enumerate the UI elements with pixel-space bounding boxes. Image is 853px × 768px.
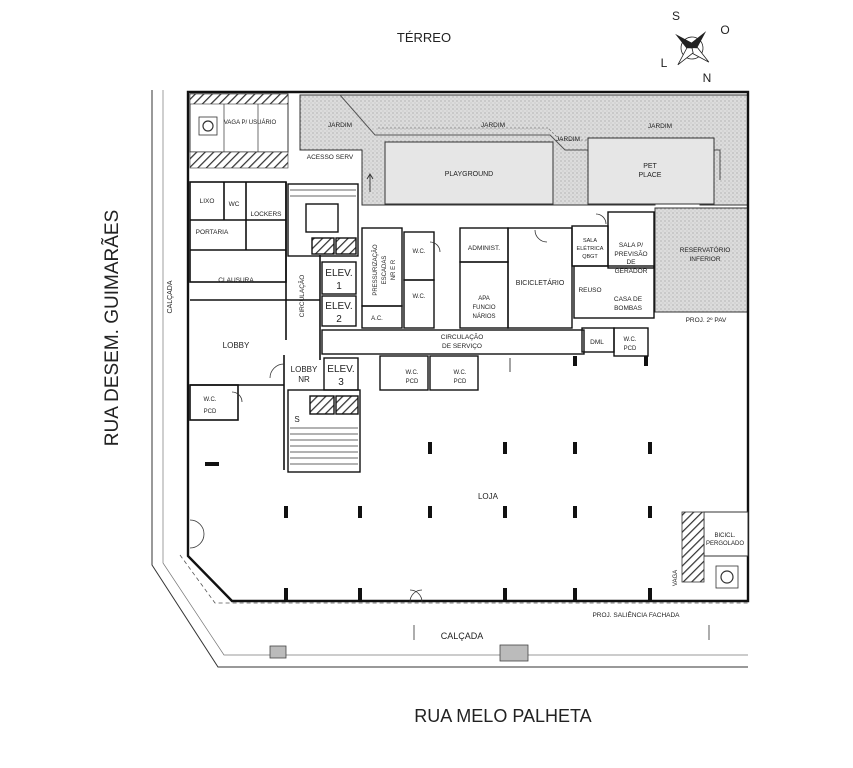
street-south-label: RUA MELO PALHETA bbox=[414, 706, 591, 726]
room-dml-label: DML bbox=[590, 339, 604, 346]
pet-place-label: PLACE bbox=[639, 172, 662, 179]
structural-columns bbox=[205, 356, 652, 600]
facade-projection-label: PROJ. SALIÊNCIA FACHADA bbox=[592, 610, 680, 619]
room-staff-label: NÁRIOS bbox=[472, 313, 495, 320]
room-staff-label: FUNCIO bbox=[473, 305, 496, 311]
bike-pergola-area bbox=[703, 511, 749, 557]
accessible-parking-icon bbox=[715, 565, 739, 589]
garden-label: JARDIM bbox=[648, 123, 672, 130]
service-corridor-label: DE SERVIÇO bbox=[442, 343, 482, 350]
entry-arrow-icon bbox=[366, 173, 511, 372]
garden-label: JARDIM bbox=[556, 136, 580, 143]
elevator-2-label: 2 bbox=[336, 314, 342, 325]
compass-s-label: S bbox=[672, 9, 680, 23]
parking-label: VAGA P/ USUÁRIO bbox=[224, 119, 277, 126]
sidewalk-west-label: CALÇADA bbox=[167, 280, 174, 313]
room-wc-label: W.C. bbox=[413, 249, 426, 255]
room-wc-pcd-label: W.C. bbox=[624, 337, 637, 343]
room-clausura-label: CLAUSURA bbox=[218, 277, 254, 284]
tree-pit bbox=[499, 644, 529, 662]
room-generator-label: PREVISÃO bbox=[614, 249, 647, 258]
room-circulation-label: CIRCULAÇÃO bbox=[297, 275, 306, 318]
elevator-2-label: ELEV. bbox=[325, 301, 352, 312]
room-wc-pcd-label: PCD bbox=[454, 379, 467, 385]
service-walls bbox=[321, 211, 655, 391]
room-pumps-label: BOMBAS bbox=[614, 305, 642, 312]
compass-l-label: L bbox=[661, 56, 668, 70]
compass-n-label: N bbox=[703, 71, 712, 85]
room-generator-label: DE bbox=[626, 259, 636, 266]
room-wc-pcd-label: W.C. bbox=[204, 397, 217, 403]
room-nr-label: NR E R bbox=[391, 259, 397, 280]
room-wc-pcd-label: PCD bbox=[406, 379, 419, 385]
room-wc-pcd-label: W.C. bbox=[406, 370, 419, 376]
room-portaria-label: PORTARIA bbox=[196, 229, 229, 236]
stair-direction-label: S bbox=[294, 415, 299, 424]
door-swings bbox=[189, 213, 607, 603]
room-ac-label: A.C. bbox=[371, 316, 383, 322]
room-admin-label: ADMINIST. bbox=[468, 245, 500, 252]
stair-treads bbox=[290, 189, 358, 465]
elevator-1-label: ELEV. bbox=[325, 268, 352, 279]
store-label: LOJA bbox=[478, 492, 499, 501]
pet-place-label: PET bbox=[643, 163, 657, 170]
room-staff-label: APA bbox=[478, 296, 490, 302]
playground-label: PLAYGROUND bbox=[445, 171, 494, 178]
stair-core bbox=[287, 183, 361, 473]
plan-title: TÉRREO bbox=[397, 30, 451, 45]
compass-icon bbox=[675, 31, 710, 66]
room-bicycle-label: BICICLETÁRIO bbox=[516, 278, 565, 287]
elevator-1-label: 1 bbox=[336, 281, 342, 292]
room-generator-label: SALA P/ bbox=[619, 242, 643, 249]
room-wc-pcd-label: W.C. bbox=[454, 370, 467, 376]
elevator-3-label: 3 bbox=[338, 377, 344, 388]
room-wc-pcd-label: PCD bbox=[624, 346, 637, 352]
garden-label: JARDIM bbox=[481, 122, 505, 129]
room-lixo-label: LIXO bbox=[200, 198, 215, 205]
reservoir-label: INFERIOR bbox=[689, 256, 720, 263]
room-wc-pcd-label: PCD bbox=[204, 409, 217, 415]
elevator-3-label: ELEV. bbox=[327, 364, 354, 375]
service-corridor-label: CIRCULAÇÃO bbox=[441, 332, 484, 341]
playground-area bbox=[384, 141, 554, 205]
lobby-nr-label: NR bbox=[298, 375, 310, 384]
room-reuse-label: REUSO bbox=[578, 287, 601, 294]
room-wc-label: WC bbox=[229, 201, 240, 208]
facade-projection-line bbox=[179, 554, 748, 604]
accessible-parking-icon bbox=[198, 116, 218, 136]
interior-walls bbox=[189, 181, 321, 470]
room-lobby-label: LOBBY bbox=[223, 341, 250, 350]
room-pumps-label: CASA DE bbox=[614, 296, 643, 303]
sidewalk-south-label: CALÇADA bbox=[441, 631, 484, 641]
building-outline bbox=[186, 90, 750, 603]
street-west-label: RUA DESEM. GUIMARÃES bbox=[101, 210, 123, 447]
service-access-label: ACESSO SERV bbox=[307, 154, 354, 161]
proj-2-pav-label: PROJ. 2º PAV bbox=[686, 317, 727, 324]
reservoir-label: RESERVATÓRIO bbox=[680, 245, 731, 254]
lobby-nr-label: LOBBY bbox=[291, 365, 318, 374]
room-electrical-label: SALA bbox=[583, 238, 597, 244]
tree-pit bbox=[269, 645, 287, 659]
garden-label: JARDIM bbox=[328, 122, 352, 129]
pet-place-area bbox=[587, 137, 715, 205]
room-generator-label: GERADOR bbox=[615, 268, 648, 275]
room-pressurization-label: PRESSURIZAÇÃO bbox=[372, 244, 379, 296]
room-electrical-label: QBGT bbox=[582, 254, 598, 260]
parking-label: VAGA bbox=[673, 570, 679, 586]
room-lockers-label: LOCKERS bbox=[250, 211, 282, 218]
room-wc-label: W.C. bbox=[413, 294, 426, 300]
sidewalk-outline bbox=[151, 90, 748, 668]
bike-pergola-label: PERGOLADO bbox=[706, 541, 744, 547]
room-electrical-label: ELÉTRICA bbox=[577, 245, 604, 252]
sidewalk-inner bbox=[162, 90, 748, 656]
room-stairs-label: ESCADAS bbox=[382, 256, 388, 285]
bike-pergola-label: BICICL. bbox=[714, 533, 735, 539]
reservoir-area bbox=[654, 207, 749, 313]
compass-o-label: O bbox=[720, 23, 729, 37]
